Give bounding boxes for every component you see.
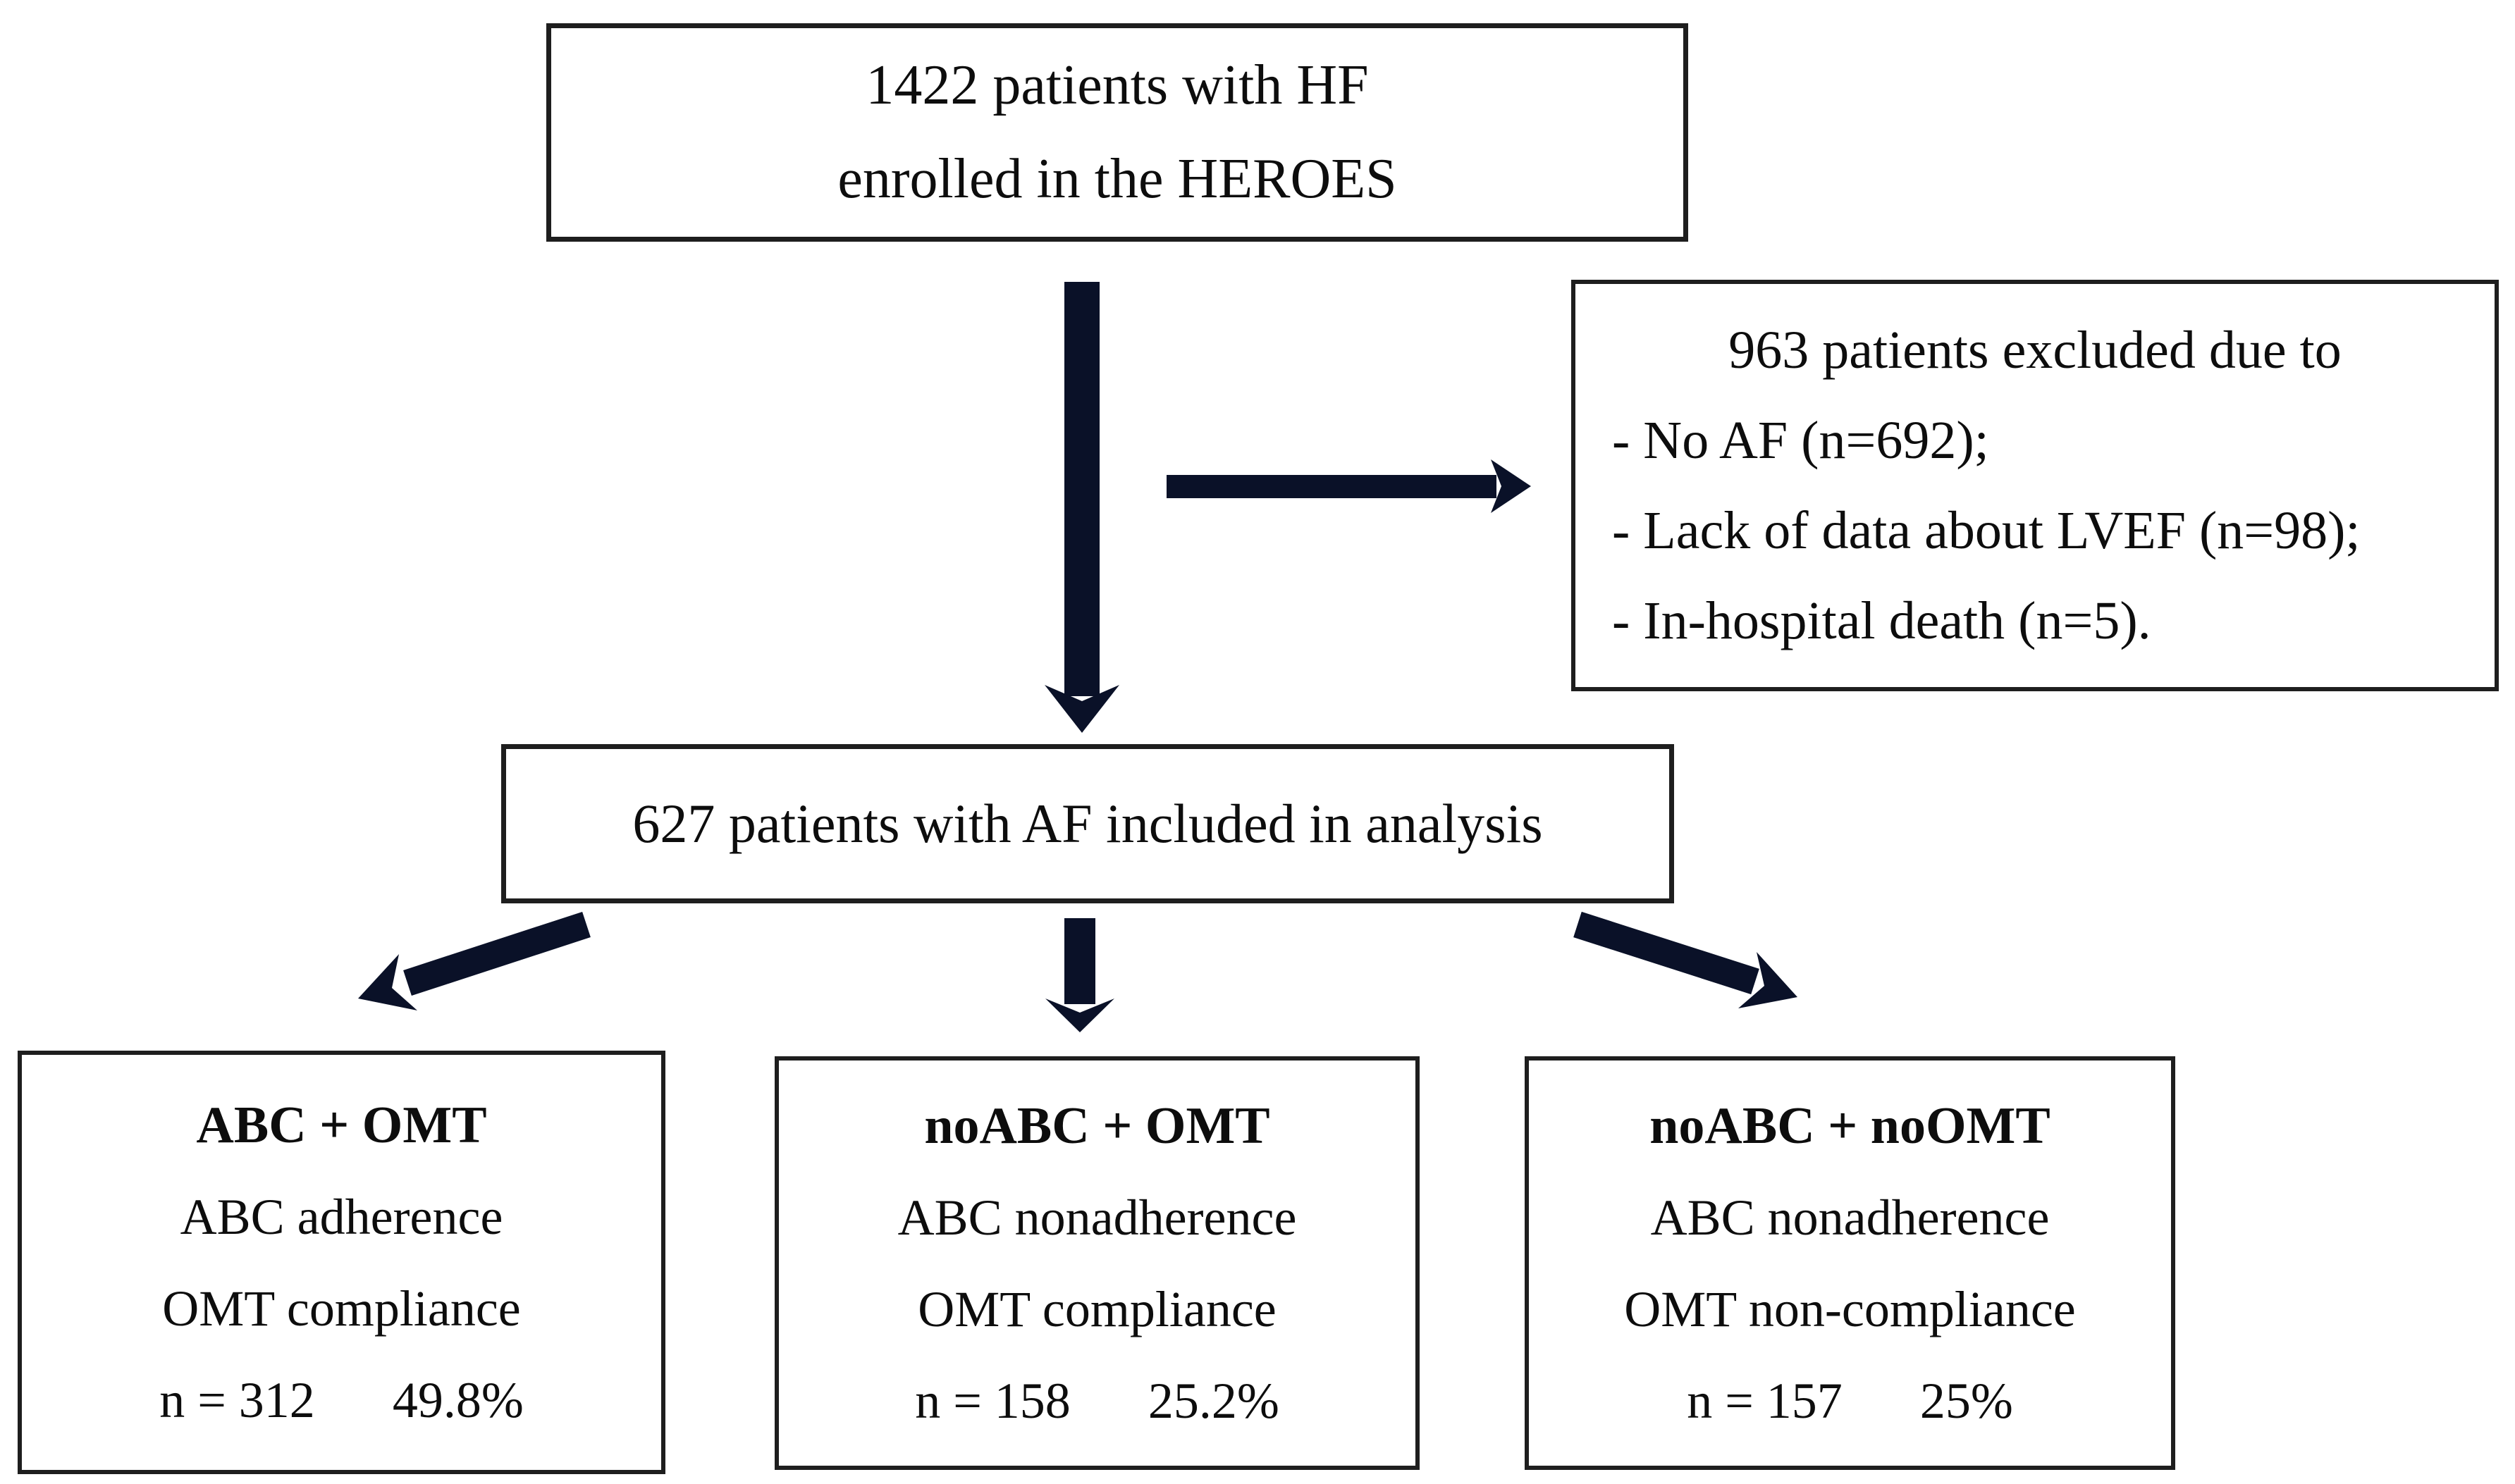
excluded-item-no-af: - No AF (n=692); bbox=[1612, 411, 1989, 470]
node-group-abc-omt: ABC + OMT ABC adherence OMT compliance n… bbox=[18, 1051, 665, 1474]
group-noabc-omt-count-row: n = 158 25.2% bbox=[779, 1355, 1415, 1447]
excluded-heading: 963 patients excluded due to bbox=[1728, 321, 2342, 380]
group-noabc-noomt-pct: 25% bbox=[1919, 1372, 2013, 1429]
group-abc-omt-n: n = 312 bbox=[159, 1371, 315, 1428]
enrolled-line-1: 1422 patients with HF bbox=[866, 54, 1369, 116]
node-excluded: 963 patients excluded due to - No AF (n=… bbox=[1571, 280, 2499, 691]
included-line: 627 patients with AF included in analysi… bbox=[632, 793, 1543, 854]
group-noabc-noomt-line-2: OMT non-compliance bbox=[1624, 1280, 2076, 1337]
group-noabc-noomt-line-1: ABC nonadherence bbox=[1650, 1189, 2050, 1246]
group-abc-omt-pct: 49.8% bbox=[392, 1371, 524, 1428]
node-group-noabc-noomt: noABC + noOMT ABC nonadherence OMT non-c… bbox=[1525, 1056, 2175, 1470]
group-noabc-omt-n: n = 158 bbox=[915, 1372, 1071, 1429]
node-group-noabc-omt: noABC + OMT ABC nonadherence OMT complia… bbox=[775, 1056, 1420, 1470]
excluded-item-death: - In-hospital death (n=5). bbox=[1612, 591, 2151, 650]
arrow-included-to-abc-omt bbox=[358, 911, 591, 1010]
group-abc-omt-count-row: n = 312 49.8% bbox=[22, 1354, 661, 1446]
group-noabc-omt-pct: 25.2% bbox=[1148, 1372, 1279, 1429]
node-included: 627 patients with AF included in analysi… bbox=[501, 744, 1674, 903]
group-noabc-noomt-count-row: n = 157 25% bbox=[1529, 1355, 2171, 1447]
node-enrolled: 1422 patients with HF enrolled in the HE… bbox=[546, 23, 1688, 242]
arrow-included-to-noabc-omt bbox=[1045, 918, 1114, 1032]
group-noabc-omt-line-2: OMT compliance bbox=[918, 1280, 1277, 1337]
group-abc-omt-line-1: ABC adherence bbox=[180, 1188, 503, 1245]
arrow-included-to-noabc-noomt bbox=[1573, 911, 1797, 1008]
arrow-enrolled-to-included bbox=[1045, 282, 1119, 733]
group-abc-omt-title: ABC + OMT bbox=[196, 1096, 487, 1154]
excluded-item-lvef: - Lack of data about LVEF (n=98); bbox=[1612, 501, 2361, 560]
group-noabc-noomt-title: noABC + noOMT bbox=[1649, 1096, 2050, 1155]
group-abc-omt-line-2: OMT compliance bbox=[162, 1280, 521, 1337]
enrolled-line-2: enrolled in the HEROES bbox=[837, 148, 1397, 210]
arrow-enrolled-to-excluded bbox=[1167, 459, 1531, 513]
group-noabc-omt-title: noABC + OMT bbox=[924, 1096, 1270, 1155]
group-noabc-omt-line-1: ABC nonadherence bbox=[897, 1189, 1297, 1246]
group-noabc-noomt-n: n = 157 bbox=[1687, 1372, 1843, 1429]
